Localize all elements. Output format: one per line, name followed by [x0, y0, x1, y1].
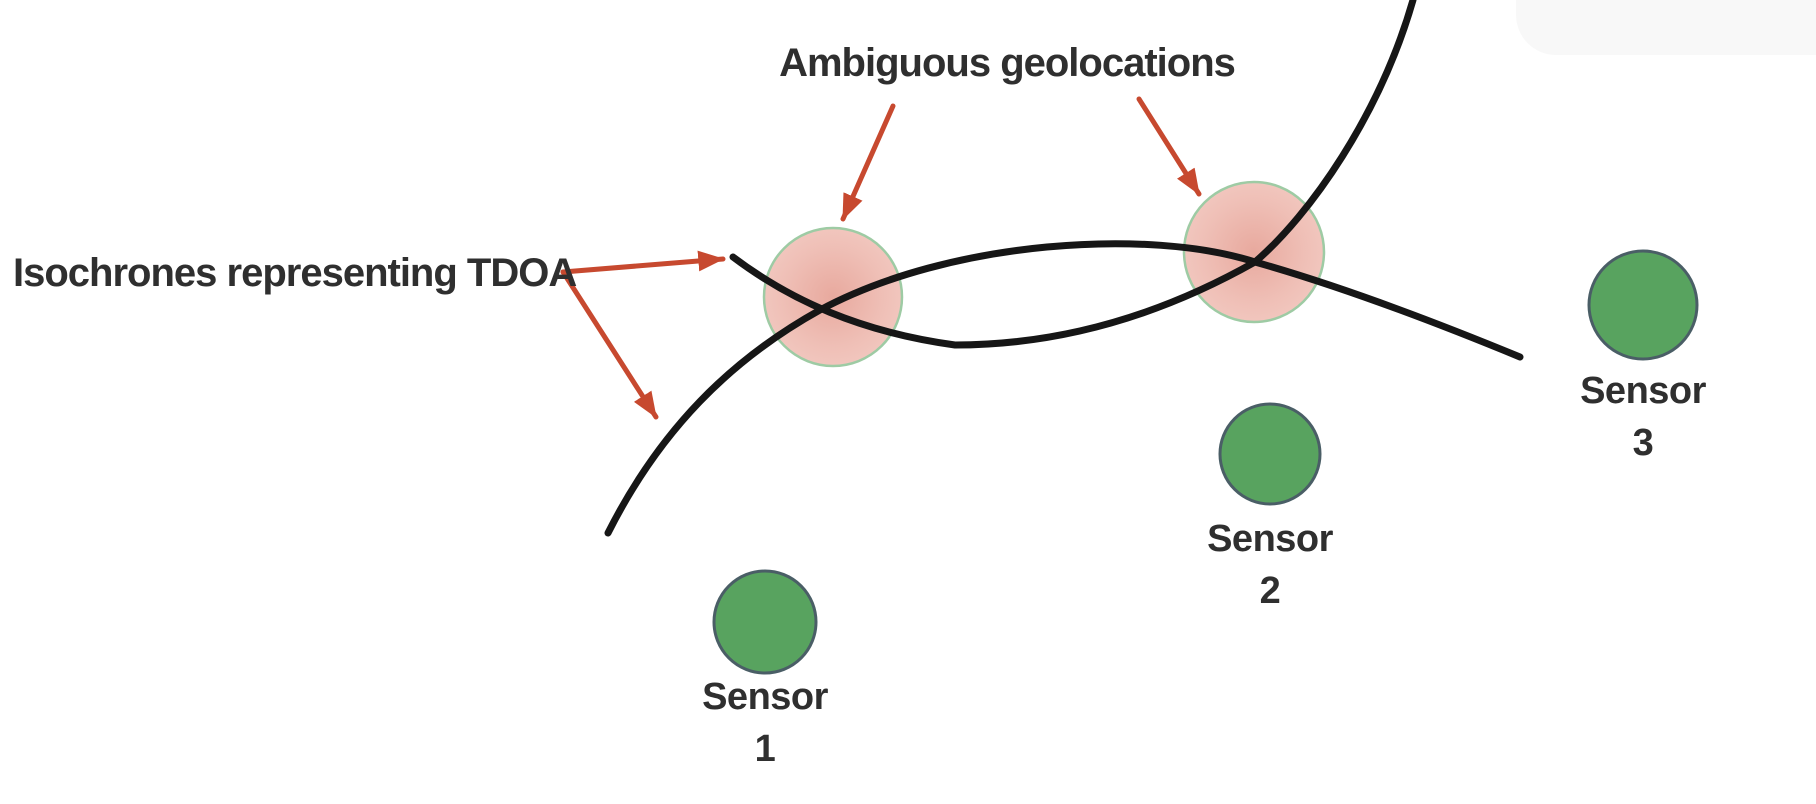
sensor-1-number: 1 — [754, 728, 776, 770]
sensor-1-label: Sensor 1 — [702, 671, 828, 775]
isochrone-curve-a — [604, 240, 1524, 537]
ambiguous-geolocations-label: Ambiguous geolocations — [779, 41, 1236, 85]
ambiguous-geolocation-2-circle — [1182, 180, 1326, 324]
isochrones-arrow-lower-icon — [560, 269, 659, 420]
sensor-2-name: Sensor — [1207, 518, 1333, 560]
sensor-3-name: Sensor — [1580, 370, 1706, 412]
sensor-3-circle — [1587, 249, 1699, 361]
sensor-2-label: Sensor 2 — [1207, 513, 1333, 617]
isochrones-arrow-upper-icon — [560, 250, 726, 275]
sensor-1-name: Sensor — [702, 676, 828, 718]
isochrones-tdoa-label: Isochrones representing TDOA — [13, 251, 577, 295]
sensor-1-circle — [712, 569, 818, 675]
ambiguous-geolocation-1-circle — [762, 226, 904, 368]
ambiguous-arrow-right-icon — [1136, 96, 1202, 197]
ambiguous-arrow-left-icon — [840, 103, 896, 222]
sensor-2-number: 2 — [1259, 570, 1281, 612]
sensor-3-number: 3 — [1632, 422, 1654, 464]
isochrone-curve-b — [729, 0, 1417, 349]
sensor-3-label: Sensor 3 — [1580, 365, 1706, 469]
sensor-2-circle — [1218, 402, 1322, 506]
